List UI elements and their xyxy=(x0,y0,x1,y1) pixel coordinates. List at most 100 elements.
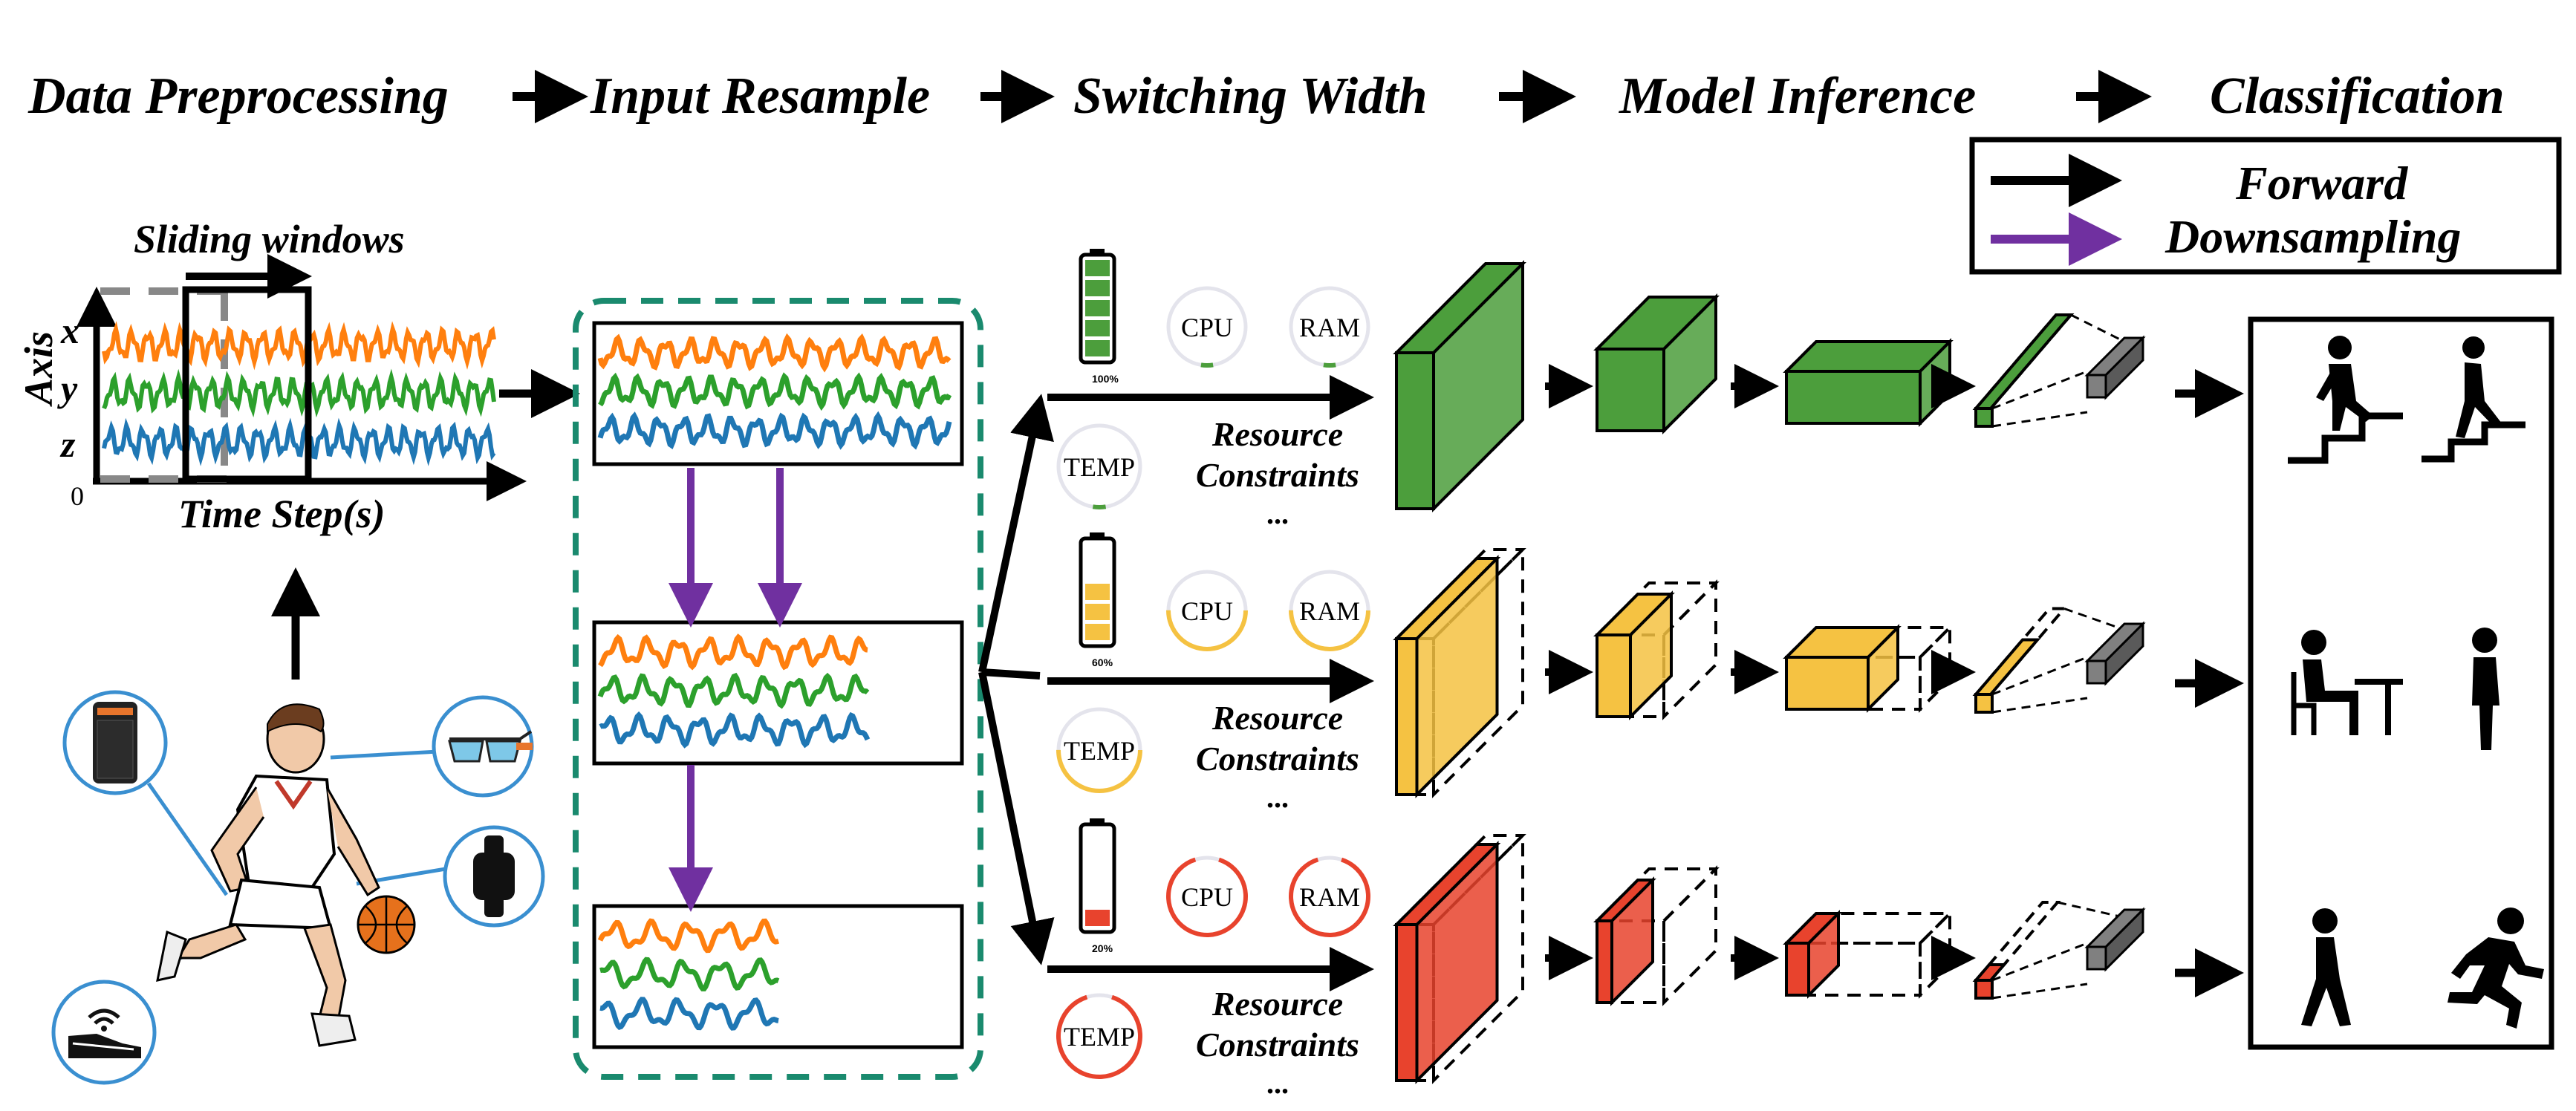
battery-cap xyxy=(1090,249,1105,255)
cpu-gauge-level xyxy=(1166,855,1248,937)
resource-label-2: Constraints xyxy=(1196,740,1359,778)
layer3-active xyxy=(1783,338,1954,427)
block-front xyxy=(1395,923,1419,1082)
battery-fill-bar xyxy=(1085,280,1110,296)
walking-icon xyxy=(2301,908,2351,1026)
layer2-active xyxy=(1593,876,1656,1006)
block-front xyxy=(1395,637,1419,796)
sensor-chart: Sliding windows Axis x y z 0 Time Step(s… xyxy=(16,217,527,536)
model-blocks xyxy=(1393,260,2146,1084)
series-z-line xyxy=(102,417,496,466)
running-icon xyxy=(2447,908,2544,1029)
layer3-active xyxy=(1783,624,1902,713)
layer2-active xyxy=(1593,590,1675,720)
resampled-waves xyxy=(597,333,952,1031)
axis-x-label: x xyxy=(60,310,79,351)
battery-fill-bar xyxy=(1085,340,1110,356)
resource-ellipsis: ... xyxy=(1266,1066,1289,1100)
battery-fill-bar xyxy=(1085,300,1110,316)
legend: Forward Downsampling xyxy=(1969,137,2562,275)
layer4-base xyxy=(1974,407,1994,428)
resample-2-y-line xyxy=(599,957,780,991)
output-front xyxy=(2086,374,2107,399)
ram-gauge-level xyxy=(1289,856,1370,937)
battery-cap xyxy=(1090,532,1105,538)
battery-fill-bar xyxy=(1085,624,1110,640)
resource-branch-3: 20% CPU RAM TEMP ResourceConstraints... xyxy=(1056,818,1370,1100)
stage-input-resample: Input Resample xyxy=(590,68,930,125)
block-front xyxy=(1785,656,1870,711)
resample-frame xyxy=(573,298,983,1080)
resource-label-2: Constraints xyxy=(1196,1026,1359,1063)
axis-label: Axis xyxy=(16,331,61,407)
sliding-window-frame xyxy=(182,286,312,483)
temp-gauge-label: TEMP xyxy=(1064,1022,1135,1052)
origin-label: 0 xyxy=(71,481,84,511)
battery-cap xyxy=(1090,818,1105,824)
resample-1-y-line xyxy=(597,672,870,709)
legend-forward-label: Forward xyxy=(2235,157,2408,209)
battery-percent: 20% xyxy=(1092,942,1113,954)
resource-ellipsis: ... xyxy=(1266,497,1289,530)
layer4-active xyxy=(1972,313,2075,410)
resample-2-z-line xyxy=(599,997,779,1031)
phone-icon xyxy=(62,690,168,795)
switching-arrows xyxy=(978,375,1374,991)
battery-percent: 60% xyxy=(1092,656,1113,668)
block-front xyxy=(1785,370,1922,425)
battery-icon xyxy=(1079,822,1116,934)
block-front xyxy=(1596,633,1632,718)
sensor-waves xyxy=(102,321,496,466)
standing-icon xyxy=(2472,628,2499,750)
temp-gauge-level xyxy=(1056,707,1142,793)
layer4-active xyxy=(1972,638,2041,696)
cpu-gauge-label: CPU xyxy=(1181,596,1233,626)
battery-fill-bar xyxy=(1085,260,1110,276)
layer2-active xyxy=(1593,293,1720,434)
output-front xyxy=(2086,659,2107,685)
sliding-windows-label: Sliding windows xyxy=(134,217,405,261)
climbing-stairs-icon xyxy=(2288,336,2403,464)
temp-gauge-level xyxy=(1056,423,1142,509)
ram-gauge-level xyxy=(1289,570,1370,651)
legend-downsampling-label: Downsampling xyxy=(2164,210,2461,263)
battery-percent: 100% xyxy=(1092,373,1119,385)
ram-gauge-label: RAM xyxy=(1299,596,1360,626)
battery-fill-bar xyxy=(1085,604,1110,620)
stage-data-preprocessing: Data Preprocessing xyxy=(27,68,449,125)
cpu-gauge-level xyxy=(1166,570,1248,651)
cpu-gauge-label: CPU xyxy=(1181,313,1233,342)
resample-1-z-line xyxy=(599,711,871,749)
battery-fill-bar xyxy=(1085,584,1110,600)
model-row-1 xyxy=(1393,260,2146,512)
smart-glasses-icon xyxy=(432,695,534,798)
block-front xyxy=(1596,348,1665,432)
layer4-base xyxy=(1974,979,1994,1000)
smartwatch-icon xyxy=(443,825,545,928)
temp-gauge-label: TEMP xyxy=(1064,736,1135,766)
temp-gauge-label: TEMP xyxy=(1064,452,1135,482)
layer1-active xyxy=(1393,260,1526,512)
axis-y-label: y xyxy=(57,368,78,409)
layer4-base xyxy=(1974,693,1994,714)
battery-fill-bar xyxy=(1085,910,1110,926)
fc-dash-2 xyxy=(1991,983,2088,1000)
resample-0-y-line xyxy=(598,372,952,411)
resample-0-x-line xyxy=(597,333,952,373)
ram-gauge-label: RAM xyxy=(1299,882,1360,912)
fc-dash-2 xyxy=(1991,411,2088,428)
resource-label-1: Resource xyxy=(1211,985,1343,1023)
block-front xyxy=(1596,919,1613,1004)
fc-dash-2 xyxy=(1991,697,2088,714)
resample-1-x-line xyxy=(598,633,868,671)
cpu-gauge-label: CPU xyxy=(1181,882,1233,912)
sitting-icon xyxy=(2291,630,2403,735)
resource-label-2: Constraints xyxy=(1196,456,1359,494)
time-step-label: Time Step(s) xyxy=(178,492,385,536)
stage-switching-width: Switching Width xyxy=(1073,68,1428,125)
block-front xyxy=(1395,351,1435,510)
